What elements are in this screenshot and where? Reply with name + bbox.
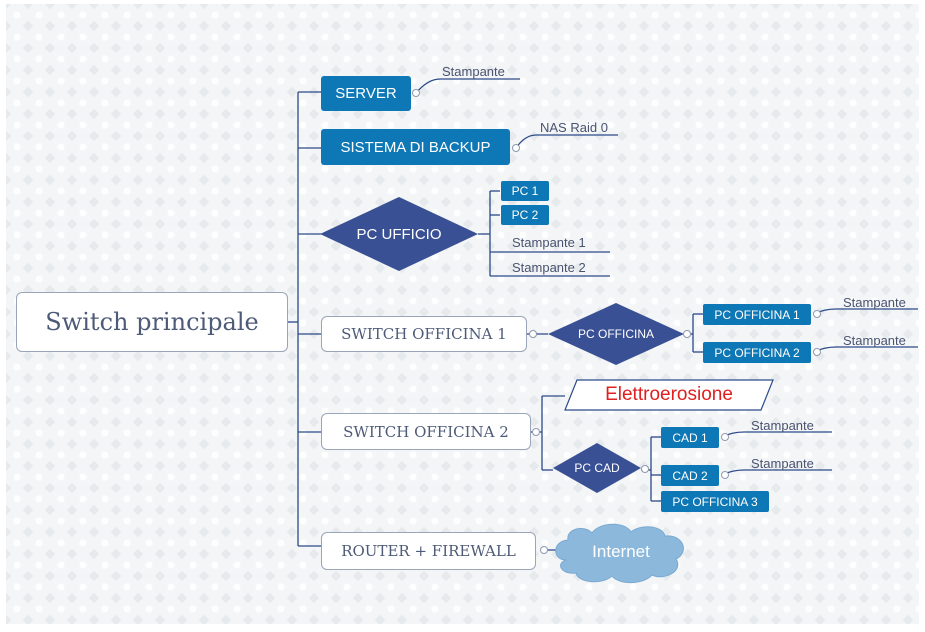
diamond-pc-ufficio — [320, 197, 478, 271]
pc-officina-1-label: PC OFFICINA 1 — [714, 307, 800, 322]
pc1-label: PC 1 — [511, 184, 539, 198]
switch-officina-1-label: SWITCH OFFICINA 1 — [341, 325, 507, 343]
pc-officina-label[interactable]: PC OFFICINA — [548, 324, 684, 344]
elettroerosione-shape — [564, 379, 774, 411]
collapse-knob — [721, 471, 729, 479]
cad1-printer-leaf[interactable]: Stampante — [751, 418, 814, 434]
collapse-knob — [532, 428, 540, 436]
elettroerosione-label[interactable]: Elettroerosione — [571, 382, 767, 408]
officina-1-printer-label: Stampante — [843, 295, 906, 310]
router-firewall-node[interactable]: ROUTER + FIREWALL — [321, 532, 536, 570]
collapse-knob — [683, 330, 691, 338]
pc-officina-2-node[interactable]: PC OFFICINA 2 — [703, 342, 811, 363]
collapse-knob — [529, 330, 537, 338]
internet-text: Internet — [592, 542, 650, 561]
collapse-knob — [721, 433, 729, 441]
pc2-node[interactable]: PC 2 — [501, 205, 549, 225]
pc2-label: PC 2 — [511, 208, 539, 222]
pc-officina-text: PC OFFICINA — [577, 327, 654, 341]
pc-ufficio-text: PC UFFICIO — [356, 225, 442, 243]
pc-officina-3-label: PC OFFICINA 3 — [672, 494, 758, 509]
cad1-node[interactable]: CAD 1 — [661, 427, 719, 448]
backup-node[interactable]: SISTEMA DI BACKUP — [321, 129, 510, 165]
server-node[interactable]: SERVER — [321, 76, 411, 111]
diamond-pc-officina — [548, 303, 684, 365]
officina-1-printer-leaf[interactable]: Stampante — [843, 295, 906, 311]
collapse-knob — [512, 144, 520, 152]
pc-cad-text: PC CAD — [574, 461, 620, 475]
cad2-label: CAD 2 — [672, 468, 708, 483]
officina-2-printer-leaf[interactable]: Stampante — [843, 333, 906, 349]
router-firewall-label: ROUTER + FIREWALL — [341, 542, 516, 560]
internet-cloud-label[interactable]: Internet — [566, 540, 676, 564]
cad1-printer-label: Stampante — [751, 418, 814, 433]
collapse-knob — [813, 348, 821, 356]
collapse-knob — [813, 310, 821, 318]
collapse-knob — [641, 465, 649, 473]
nas-label: NAS Raid 0 — [540, 120, 608, 135]
pc-officina-2-label: PC OFFICINA 2 — [714, 345, 800, 360]
officina-2-printer-label: Stampante — [843, 333, 906, 348]
backup-label: SISTEMA DI BACKUP — [340, 138, 491, 156]
collapse-knob — [412, 89, 420, 97]
cad2-printer-leaf[interactable]: Stampante — [751, 456, 814, 472]
pc-ufficio-label[interactable]: PC UFFICIO — [320, 222, 478, 246]
server-printer-leaf[interactable]: Stampante — [442, 64, 505, 80]
server-label: SERVER — [335, 85, 397, 102]
cad2-node[interactable]: CAD 2 — [661, 465, 719, 486]
cad1-label: CAD 1 — [672, 430, 708, 445]
elettroerosione-text: Elettroerosione — [605, 384, 733, 405]
ufficio-printer-2-label: Stampante 2 — [512, 260, 586, 275]
root-label: Switch principale — [45, 308, 259, 336]
pc-officina-3-node[interactable]: PC OFFICINA 3 — [661, 491, 769, 512]
ufficio-printer-1-label: Stampante 1 — [512, 235, 586, 250]
internet-cloud-shape — [555, 523, 684, 584]
server-printer-label: Stampante — [442, 64, 505, 79]
ufficio-printer-2-leaf[interactable]: Stampante 2 — [512, 260, 586, 276]
nas-leaf[interactable]: NAS Raid 0 — [540, 120, 608, 136]
diamond-pc-cad — [553, 443, 641, 493]
collapse-knob — [540, 546, 548, 554]
cad2-printer-label: Stampante — [751, 456, 814, 471]
root-node[interactable]: Switch principale — [16, 292, 288, 352]
switch-officina-2-label: SWITCH OFFICINA 2 — [343, 422, 509, 441]
switch-officina-1-node[interactable]: SWITCH OFFICINA 1 — [321, 316, 527, 352]
pc1-node[interactable]: PC 1 — [501, 181, 549, 201]
pc-officina-1-node[interactable]: PC OFFICINA 1 — [703, 304, 811, 325]
switch-officina-2-node[interactable]: SWITCH OFFICINA 2 — [321, 413, 531, 450]
pc-cad-label[interactable]: PC CAD — [553, 458, 641, 478]
ufficio-printer-1-leaf[interactable]: Stampante 1 — [512, 235, 586, 251]
